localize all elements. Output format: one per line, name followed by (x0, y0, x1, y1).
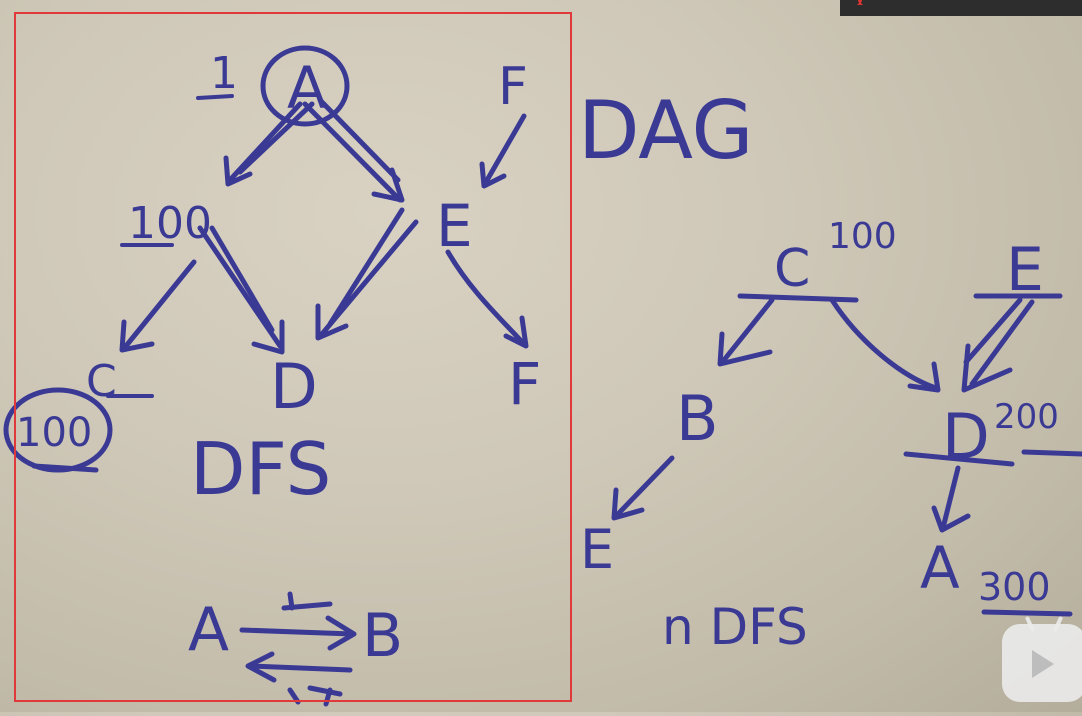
edge-d-to-a (941, 465, 961, 527)
right-label-a-300: 300 (978, 565, 1051, 609)
rel-arrow-left (247, 663, 353, 673)
edge-b-e-head (611, 487, 645, 521)
rel-a: A (188, 595, 229, 665)
edge-c-d-head (907, 361, 941, 393)
edge-a-to-right-2 (317, 97, 401, 183)
node-a-circle (260, 45, 350, 127)
right-node-e-bottom: E (580, 518, 614, 581)
d-bar (903, 451, 1015, 467)
left-dfs: DFS (190, 427, 331, 511)
edge-a-to-c100-2 (237, 101, 315, 175)
edge-c100-to-c (123, 259, 197, 349)
right-node-c: C (774, 239, 810, 299)
a300-underline (981, 609, 1073, 617)
right-node-a: A (920, 534, 960, 602)
edge-e-to-d-2 (963, 297, 1023, 365)
left-node-f-top: F (498, 57, 528, 117)
right-label-c-100: 100 (828, 216, 897, 257)
edge-c-to-d (829, 297, 939, 391)
edge-a-right-head (371, 167, 405, 203)
right-node-e-top: E (1006, 235, 1044, 305)
left-node-f-bottom: F (508, 350, 541, 418)
edge-d-a-head (931, 505, 971, 533)
left-label-100-circle: 100 (16, 410, 92, 456)
edge-c100-d-head (251, 319, 285, 355)
left-label-100-mid: 100 (128, 198, 212, 249)
right-dag: DAG (578, 84, 754, 177)
edge-c-b-head (717, 331, 773, 367)
edge-a-to-right (302, 101, 403, 203)
rel-arrow-right-head (325, 615, 357, 651)
pin-icon (857, 0, 863, 5)
right-label-d-200: 200 (994, 397, 1059, 437)
edge-e-to-d (969, 299, 1035, 387)
edge-e-f-head (503, 315, 529, 349)
right-n-dfs: n DFS (662, 598, 808, 656)
rel-mark-top (281, 591, 333, 611)
d-bar-extension (1021, 449, 1082, 457)
play-icon (1032, 650, 1054, 678)
edge-c100-to-d (197, 225, 283, 349)
edge-e-to-d-2 (327, 207, 405, 327)
top-overlay-bar (840, 0, 1082, 16)
play-button[interactable] (1002, 615, 1082, 702)
c-bar (737, 293, 859, 303)
left-label-1: 1 (210, 48, 238, 99)
right-node-b: B (676, 382, 719, 455)
rel-arrow-left-head (245, 651, 277, 683)
circle-100-underline (31, 463, 99, 473)
rel-arrow-right (239, 627, 355, 637)
left-node-d: D (270, 350, 318, 423)
edge-f-e-head (479, 161, 507, 189)
edge-c100-c-head (119, 319, 155, 353)
edge-a-c100-head (223, 155, 253, 187)
left-node-e: E (436, 192, 473, 260)
rel-b: B (362, 601, 403, 671)
edge-b-to-e (615, 455, 675, 517)
edge-e-to-f (445, 249, 527, 347)
edge-e-d-head (315, 303, 349, 341)
label-1-underline (196, 94, 234, 100)
edge-f-to-e (483, 113, 527, 185)
edge-e-d-head (961, 343, 1013, 393)
highlight-frame (14, 12, 572, 702)
edge-c-to-b (721, 297, 775, 363)
edge-c100-to-d-2 (209, 225, 275, 333)
